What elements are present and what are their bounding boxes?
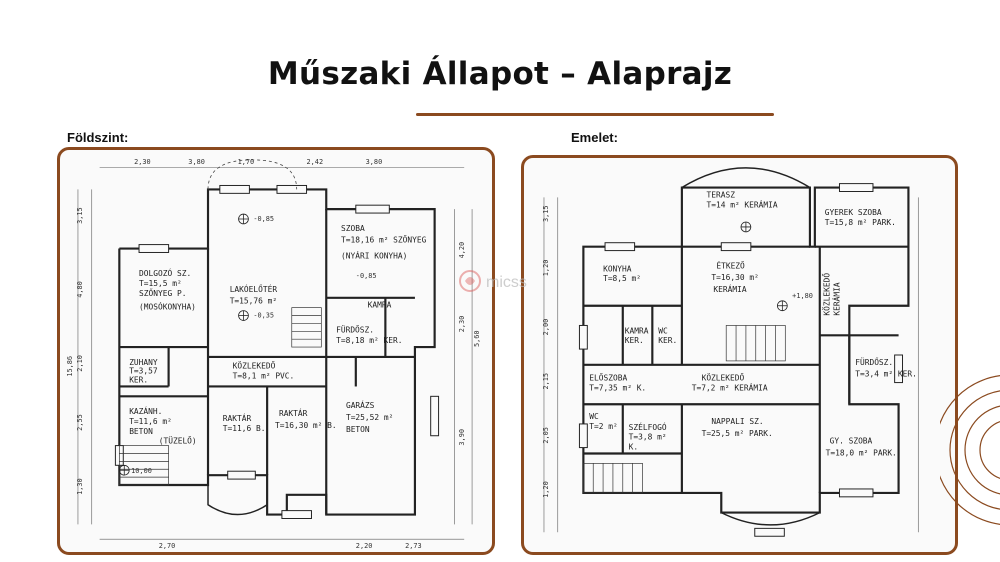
- ground-floor-plan: DOLGOZÓ SZ. T=15,5 m² SZŐNYEG P. (MOSÓKO…: [57, 147, 495, 555]
- room-szoba-area: T=18,16 m² SZŐNYEG: [341, 235, 427, 245]
- annotation-0: -0,85: [253, 215, 274, 223]
- dim-top-2: 1,70: [238, 158, 255, 166]
- room-nappali-area: T=25,5 m² PARK.: [702, 429, 773, 438]
- room-gyszoba-title: GY. SZOBA: [830, 437, 873, 446]
- room-furdo-title: FÜRDŐSZ.: [855, 357, 893, 367]
- room-kozlekedo2-floor: KERÁMIA: [830, 282, 841, 315]
- dim-top-4: 3,80: [366, 158, 383, 166]
- room-szoba-title: SZOBA: [341, 224, 365, 233]
- dim-top-1: 3,80: [188, 158, 205, 166]
- dim-left-0: 3,15: [76, 207, 84, 224]
- annotation-1: -0,35: [253, 312, 274, 320]
- ground-floor-drawing: DOLGOZÓ SZ. T=15,5 m² SZŐNYEG P. (MOSÓKO…: [66, 158, 481, 550]
- upper-dim-left-4: 2,05: [542, 427, 550, 444]
- room-lakoelőter-title: LAKÓELŐTÉR: [230, 283, 278, 294]
- room-konyha-title: KONYHA: [603, 264, 632, 273]
- dim-right-1: 2,30: [458, 316, 466, 333]
- upper-floor-plan: TERASZ T=14 m² KERÁMIA GYEREK SZOBA T=15…: [521, 155, 958, 555]
- room-kozlekedo-title: KÖZLEKEDŐ: [233, 361, 276, 371]
- upper-floor-drawing: TERASZ T=14 m² KERÁMIA GYEREK SZOBA T=15…: [542, 167, 919, 537]
- room-szelfoglalo-area: T=3,8 m²: [629, 433, 667, 442]
- room-szelfoglalo-title: SZÉLFOGÓ: [629, 421, 667, 432]
- room-gyszoba-area: T=18,0 m² PARK.: [826, 448, 897, 457]
- room-dolgozo-floor: SZŐNYEG P.: [139, 288, 186, 298]
- room-eloszoba-area: T=7,35 m² K.: [589, 383, 646, 392]
- room-lakoelőter-area: T=15,76 m²: [230, 297, 277, 306]
- upper-dim-left-2: 2,00: [542, 319, 550, 336]
- dim-left-3: 2,55: [76, 414, 84, 431]
- room-nappali-title: NAPPALI SZ.: [711, 417, 763, 426]
- upper-dim-left-0: 3,15: [542, 205, 550, 222]
- dim-left-total: 15,86: [66, 356, 74, 377]
- room-furdo-area: T=3,4 m² KER.: [855, 370, 917, 379]
- room-dolgozo-note: (MOSÓKONYHA): [139, 301, 196, 312]
- dim-right-3: 5,60: [473, 330, 481, 347]
- room-kozlekedo-area: T=7,2 m² KERÁMIA: [692, 381, 768, 392]
- room-raktar1-area: T=11,6 B.: [223, 424, 266, 433]
- watermark-text: micss: [486, 274, 527, 291]
- room-raktar2-title: RAKTÁR: [279, 407, 308, 418]
- room-garazs-floor: BETON: [346, 425, 370, 434]
- room-wc-area: T=3,57: [129, 367, 158, 376]
- room-etkezo-floor: KERÁMIA: [713, 283, 746, 294]
- room-kozlekedo-area: T=8,1 m² PVC.: [233, 372, 295, 381]
- room-kamra-title: KAMRA: [625, 326, 649, 335]
- upper-annotation-0: +1,80: [792, 292, 813, 300]
- upper-dim-left-3: 2,15: [542, 373, 550, 390]
- room-kazan-floor: BETON: [129, 427, 153, 436]
- title-underline: [416, 113, 774, 116]
- room-raktar1-title: RAKTÁR: [223, 412, 252, 423]
- room-szoba-note: (NYÁRI KONYHA): [341, 249, 407, 260]
- room-wc2-area: T=2 m²: [589, 422, 617, 431]
- dim-top-3: 2,42: [307, 158, 324, 166]
- room-garazs-area: T=25,52 m²: [346, 413, 393, 422]
- dim-bottom-2: 2,73: [405, 542, 422, 550]
- room-kamra-title: KAMRA: [368, 301, 392, 310]
- upper-dim-left-1: 1,20: [542, 260, 550, 277]
- room-eloszoba-title: ELŐSZOBA: [589, 373, 627, 383]
- dim-top-0: 2,30: [134, 158, 151, 166]
- room-dolgozo-area: T=15,5 m²: [139, 279, 182, 288]
- room-kazan-title: KAZÁNH.: [129, 405, 162, 416]
- room-terasz-title: TERASZ: [707, 190, 736, 199]
- room-kozlekedo2-title: KÖZLEKEDŐ: [822, 273, 832, 316]
- dim-left-1: 4,80: [76, 281, 84, 298]
- room-kozlekedo-title: KÖZLEKEDŐ: [702, 373, 745, 383]
- room-kazan-area: T=11,6 m²: [129, 417, 172, 426]
- dim-right-2: 3,90: [458, 429, 466, 446]
- room-wc-title: ZUHANY: [129, 358, 158, 367]
- upper-floor-label: Emelet:: [571, 130, 618, 145]
- decorative-arcs: [940, 375, 1000, 525]
- dim-left-2: 2,10: [76, 355, 84, 372]
- room-terasz-area: T=14 m² KERÁMIA: [707, 198, 778, 209]
- dim-bottom-0: 2,70: [159, 542, 176, 550]
- dim-left-4: 1,30: [76, 478, 84, 495]
- room-szelfoglalo-floor: K.: [629, 443, 638, 452]
- room-gyerek-area: T=15,8 m² PARK.: [825, 218, 896, 227]
- room-dolgozo-title: DOLGOZÓ SZ.: [139, 267, 191, 278]
- room-wc-floor: KER.: [658, 336, 677, 345]
- page-title: Műszaki Állapot – Alaprajz: [267, 56, 733, 92]
- dim-bottom-1: 2,20: [356, 542, 373, 550]
- room-konyha-area: T=8,5 m²: [603, 274, 641, 283]
- dim-right-0: 4,20: [458, 242, 466, 259]
- annotation-3: 10,00: [131, 467, 152, 475]
- room-wc-title: WC: [658, 326, 668, 335]
- room-furdo-area: T=8,18 m² KER.: [336, 336, 402, 345]
- room-etkezo-title: ÉTKEZŐ: [716, 259, 745, 270]
- room-kazan-note: (TÜZELŐ): [159, 436, 197, 446]
- ground-floor-label: Földszint:: [67, 130, 129, 145]
- room-wc-floor: KER.: [129, 376, 148, 385]
- room-kamra-floor: KER.: [625, 336, 644, 345]
- room-gyerek-title: GYEREK SZOBA: [825, 208, 882, 217]
- room-furdo-title: FÜRDŐSZ.: [336, 324, 374, 334]
- room-garazs-title: GARÁZS: [346, 399, 375, 410]
- room-wc2-title: WC: [589, 412, 599, 421]
- upper-dim-left-5: 1,20: [542, 481, 550, 498]
- room-raktar2-area: T=16,30 m² B.: [275, 421, 337, 430]
- annotation-2: -0,85: [356, 272, 377, 280]
- room-etkezo-area: T=16,30 m²: [711, 273, 758, 282]
- watermark-logo: micss: [459, 270, 527, 292]
